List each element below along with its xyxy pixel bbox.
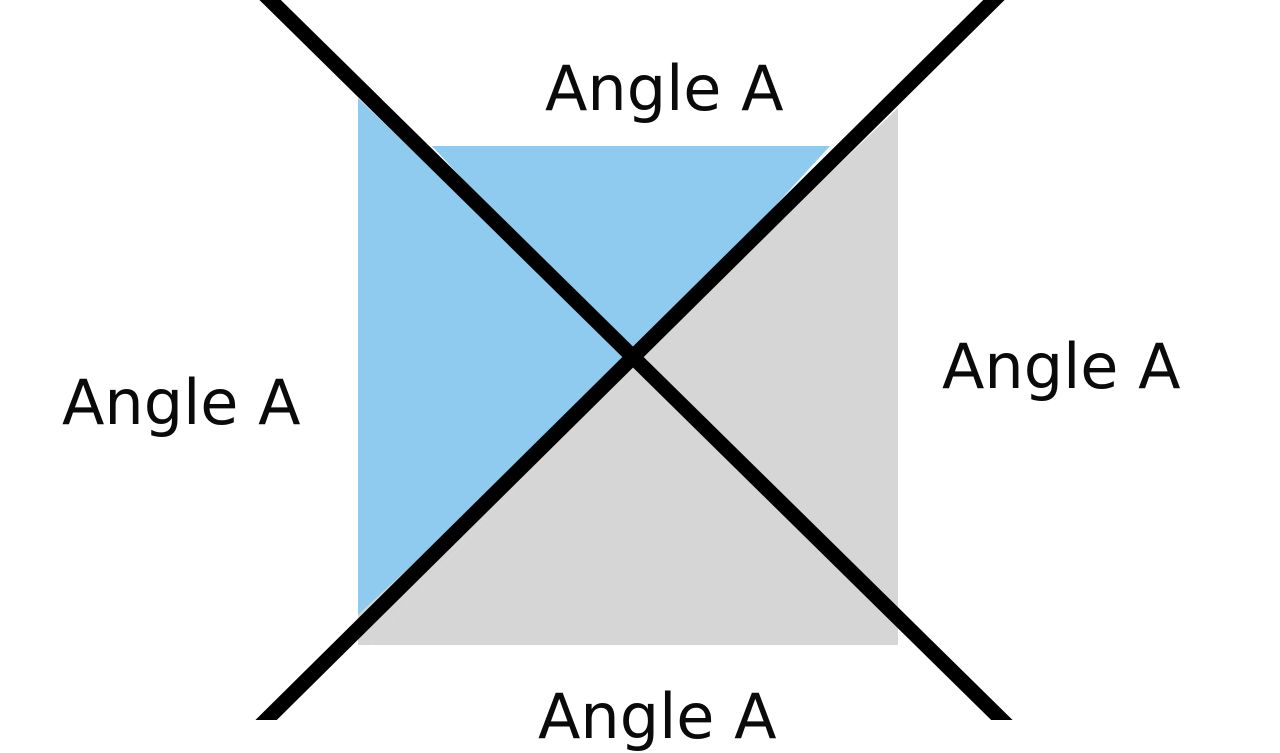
left-angle-region: [358, 98, 632, 615]
angle-label-bottom: Angle A: [538, 680, 777, 753]
right-angle-region: [632, 108, 898, 612]
bottom-angle-region: [370, 362, 898, 645]
angle-label-left: Angle A: [62, 366, 301, 439]
angle-label-top: Angle A: [545, 52, 784, 125]
vertical-angles-diagram: Angle A Angle A Angle A Angle A: [62, 0, 1181, 748]
angle-label-right: Angle A: [942, 330, 1181, 403]
line-ascending: [252, 0, 1005, 734]
diagram-canvas: [252, 0, 1016, 734]
top-angle-region: [432, 146, 830, 362]
